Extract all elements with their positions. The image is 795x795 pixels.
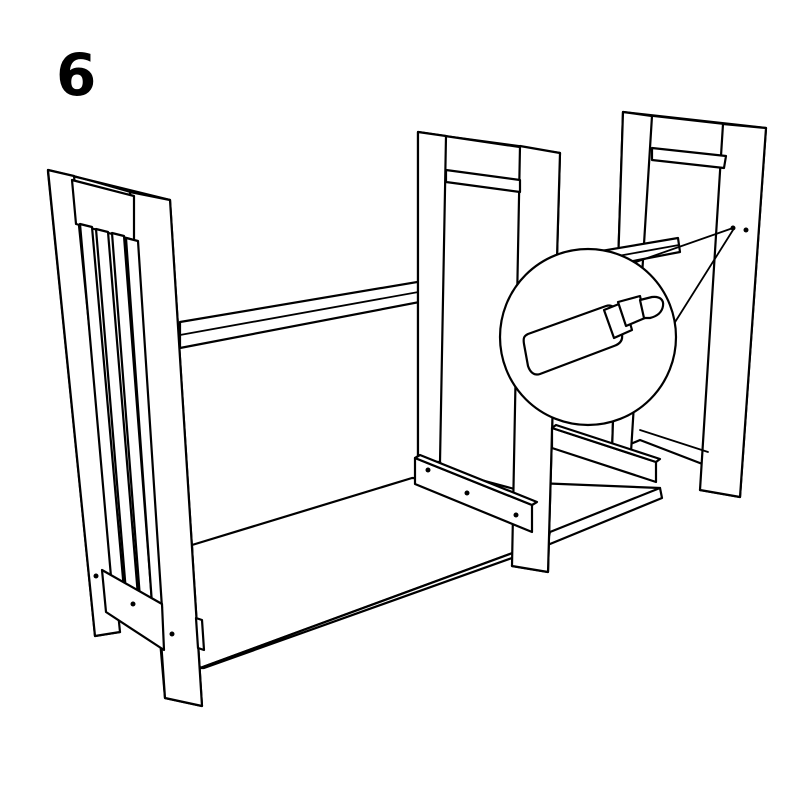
dowel-hole [743, 227, 749, 233]
shelf-cleat-back [550, 423, 662, 484]
glue-bottle-icon [522, 294, 665, 376]
right-end-panel [610, 110, 768, 499]
left-end-panel [46, 168, 206, 708]
step-number: 6 [56, 41, 97, 109]
bottom-shelf [190, 476, 664, 670]
shelf-cleat-front [413, 453, 539, 534]
glue-callout [498, 227, 734, 427]
